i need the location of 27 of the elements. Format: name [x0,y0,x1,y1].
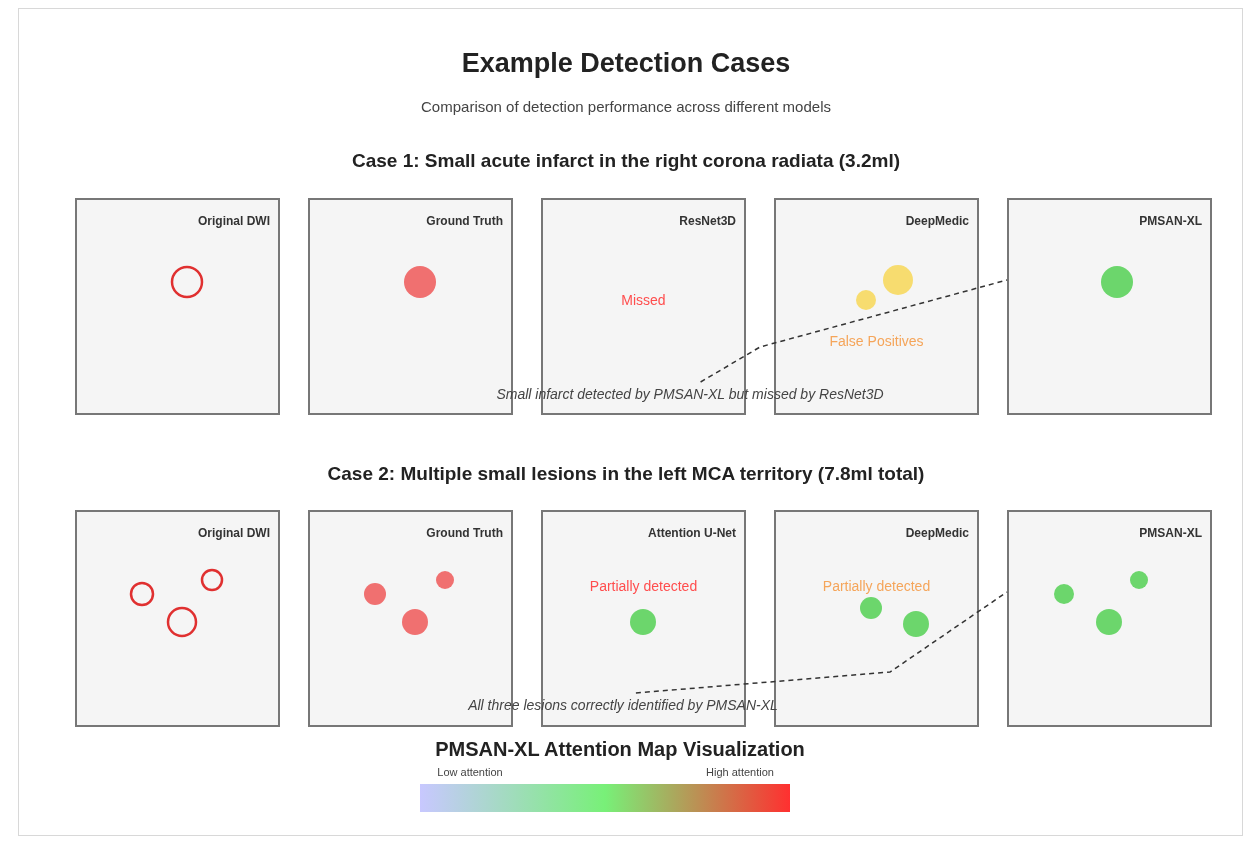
panel-title: Ground Truth [426,526,503,540]
panel-title: Original DWI [198,214,270,228]
subtitle: Comparison of detection performance across different models [421,98,831,115]
leader-line [699,279,1008,383]
scale-label: Low attention [437,766,503,778]
panel-title: DeepMedic [905,214,969,228]
title: Example Detection Cases [461,48,791,79]
panel-title: DeepMedic [905,526,969,540]
panel-title: PMSAN-XL [1139,214,1202,228]
status-text: Partially detected [821,578,932,594]
panel-title: PMSAN-XL [1139,526,1202,540]
section-heading: Case 1: Small acute infarct in the right corona radiata (3.2ml) [352,150,900,172]
scale-label: High attention [706,766,774,778]
panel-title: Attention U-Net [648,526,736,540]
image-panel [1007,198,1212,415]
status-text: Missed [620,292,667,308]
panel-title: Original DWI [198,526,270,540]
image-panel [1007,510,1212,727]
leader-line [635,591,1008,694]
panel-title: ResNet3D [679,214,736,228]
panel-title: Ground Truth [426,214,503,228]
image-panel [75,198,280,415]
status-text: False Positives [828,333,925,349]
image-panel [75,510,280,727]
status-text: Partially detected [588,578,699,594]
section-heading: PMSAN-XL Attention Map Visualization [435,738,805,761]
section-heading: Case 2: Multiple small lesions in the left MCA territory (7.8ml total) [327,463,925,485]
